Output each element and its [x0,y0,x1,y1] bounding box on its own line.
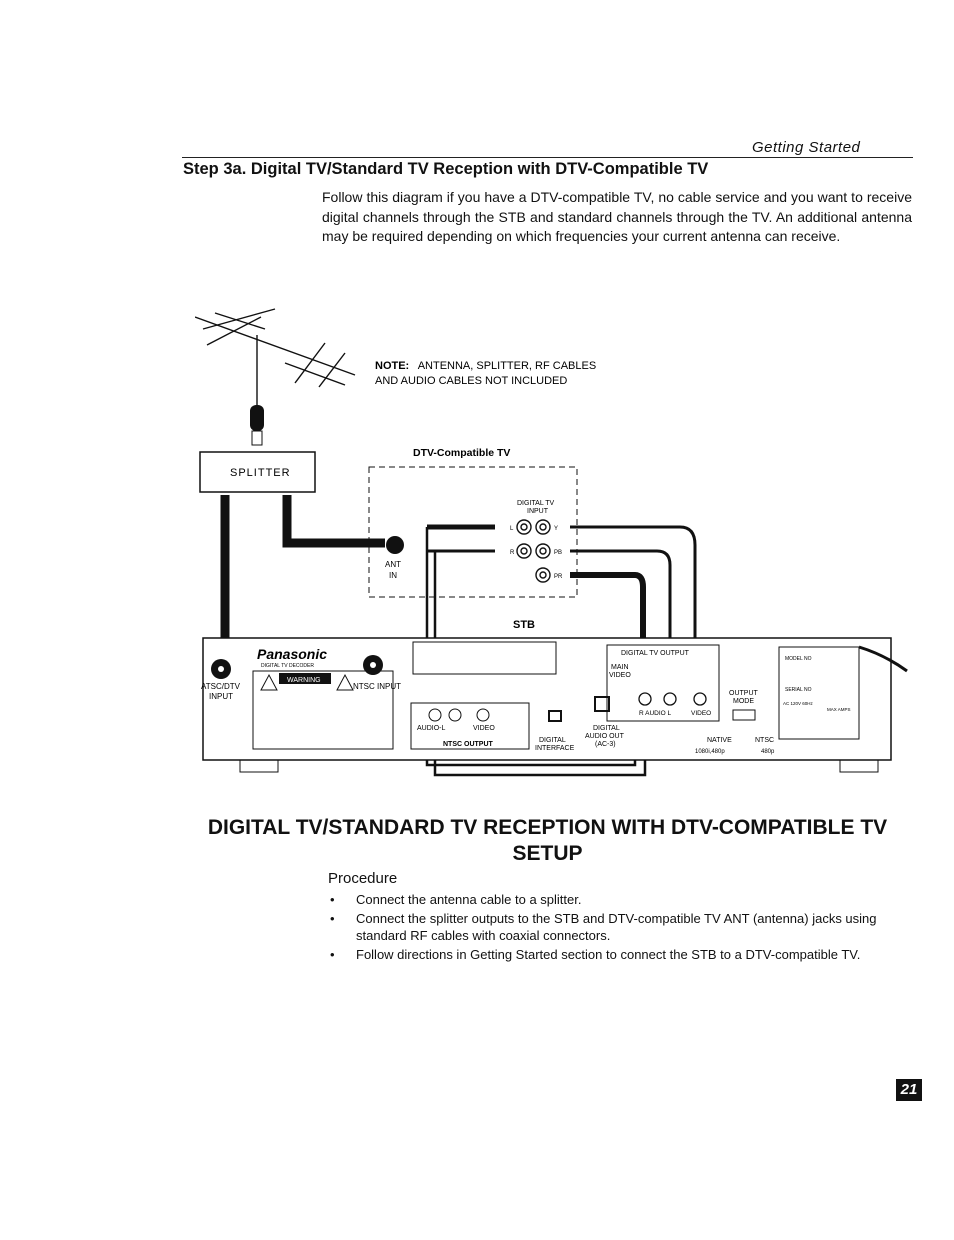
digital-interface-label-2: INTERFACE [535,745,575,752]
stb-back-panel [202,637,892,761]
ntsc-label: NTSC [755,737,774,744]
output-mode-switch[interactable] [732,709,756,721]
digital-audio-label-2: AUDIO OUT [585,733,625,740]
main-video-label: MAIN [611,664,629,671]
ant-label: ANT [385,560,401,569]
digital-interface-port-icon [548,710,562,722]
antenna-connector-icon [250,405,264,446]
brand-sub: DIGITAL TV DECODER [261,663,314,669]
warning-text: WARNING [287,677,321,684]
stb-foot-left [239,759,279,773]
warning-box [252,670,394,750]
note-text-line2: AND AUDIO CABLES NOT INCLUDED [375,375,567,387]
output-mode-label: OUTPUT [729,690,759,697]
video-label-2: VIDEO [691,710,711,717]
digital-interface-label: DIGITAL [539,737,566,744]
intro-paragraph: Follow this diagram if you have a DTV-co… [322,189,912,244]
header-rule [182,157,913,158]
video-label: VIDEO [473,725,495,732]
digital-audio-port-icon [594,696,610,712]
list-item: Connect the splitter outputs to the STB … [330,910,922,945]
native-label: NATIVE [707,737,732,744]
tv-label: DTV-Compatible TV [413,447,510,459]
power-cord-icon [858,645,908,673]
atsc-label-2: INPUT [209,692,233,701]
max-amps-label: MAX AMPS [827,707,851,712]
warning-triangle-icon [260,673,278,691]
tv-input-label-2: INPUT [527,508,549,515]
ntsc-input-label: NTSC INPUT [353,682,401,691]
ntsc-output-box [410,702,530,750]
splitter-box [199,451,316,493]
procedure-label: Procedure [328,870,398,887]
antenna-icon [195,308,356,410]
tv-back-panel [368,466,578,598]
res-480-label: 480p [761,749,775,755]
jack-label-l: L [510,526,514,532]
output-mode-label-2: MODE [733,698,754,705]
warning-triangle-icon-2 [336,673,354,691]
fcc-label-box [412,641,557,675]
model-no-label: MODEL NO [785,656,812,662]
dtv-output-label: DIGITAL TV OUTPUT [621,650,690,657]
splitter-label: SPLITTER [230,467,291,479]
ntsc-output-label: NTSC OUTPUT [443,741,494,748]
procedure-steps: Connect the antenna cable to a splitter.… [330,891,922,964]
serial-no-label: SERIAL NO [785,687,812,693]
main-video-label-2: VIDEO [609,672,631,679]
list-item: Follow directions in Getting Started sec… [330,946,922,964]
power-label: AC 120V 60Hz [783,701,814,706]
note-text: NOTE: ANTENNA, SPLITTER, RF CABLES [375,360,596,372]
jack-label-pr: PR [554,574,563,580]
jack-label-y: Y [554,526,558,532]
section-header: Getting Started [752,139,861,156]
tv-input-label: DIGITAL TV [517,500,555,507]
list-item: Connect the antenna cable to a splitter. [330,891,922,909]
warning-bar [279,673,331,684]
atsc-label: ATSC/DTV [201,682,241,691]
in-label: IN [389,571,397,580]
audio-label: R AUDIO L [639,710,672,717]
tv-jacks [516,519,551,583]
connection-diagram: SPLITTER NOTE: ANTENNA, SPLITTER, RF CAB… [195,308,908,777]
setup-heading: DIGITAL TV/STANDARD TV RECEPTION WITH DT… [207,816,888,865]
stb-foot-right [839,759,879,773]
stb-label: STB [513,619,535,631]
audio-l-label: AUDIO-L [417,725,446,732]
ant-jack-icon [386,536,404,554]
digital-audio-label: DIGITAL [593,725,620,732]
jack-label-r: R [510,550,515,556]
brand-logo: Panasonic [257,646,327,662]
jack-label-pb: PB [554,550,562,556]
page-number: 21 [896,1079,922,1101]
step-title: Step 3a. Digital TV/Standard TV Receptio… [183,160,709,178]
dtv-output-jacks [638,692,707,706]
dtv-output-box [606,644,720,722]
rating-label-box [778,646,860,740]
digital-audio-label-3: (AC-3) [595,741,616,748]
res-1080-label: 1080i,480p [695,749,725,755]
